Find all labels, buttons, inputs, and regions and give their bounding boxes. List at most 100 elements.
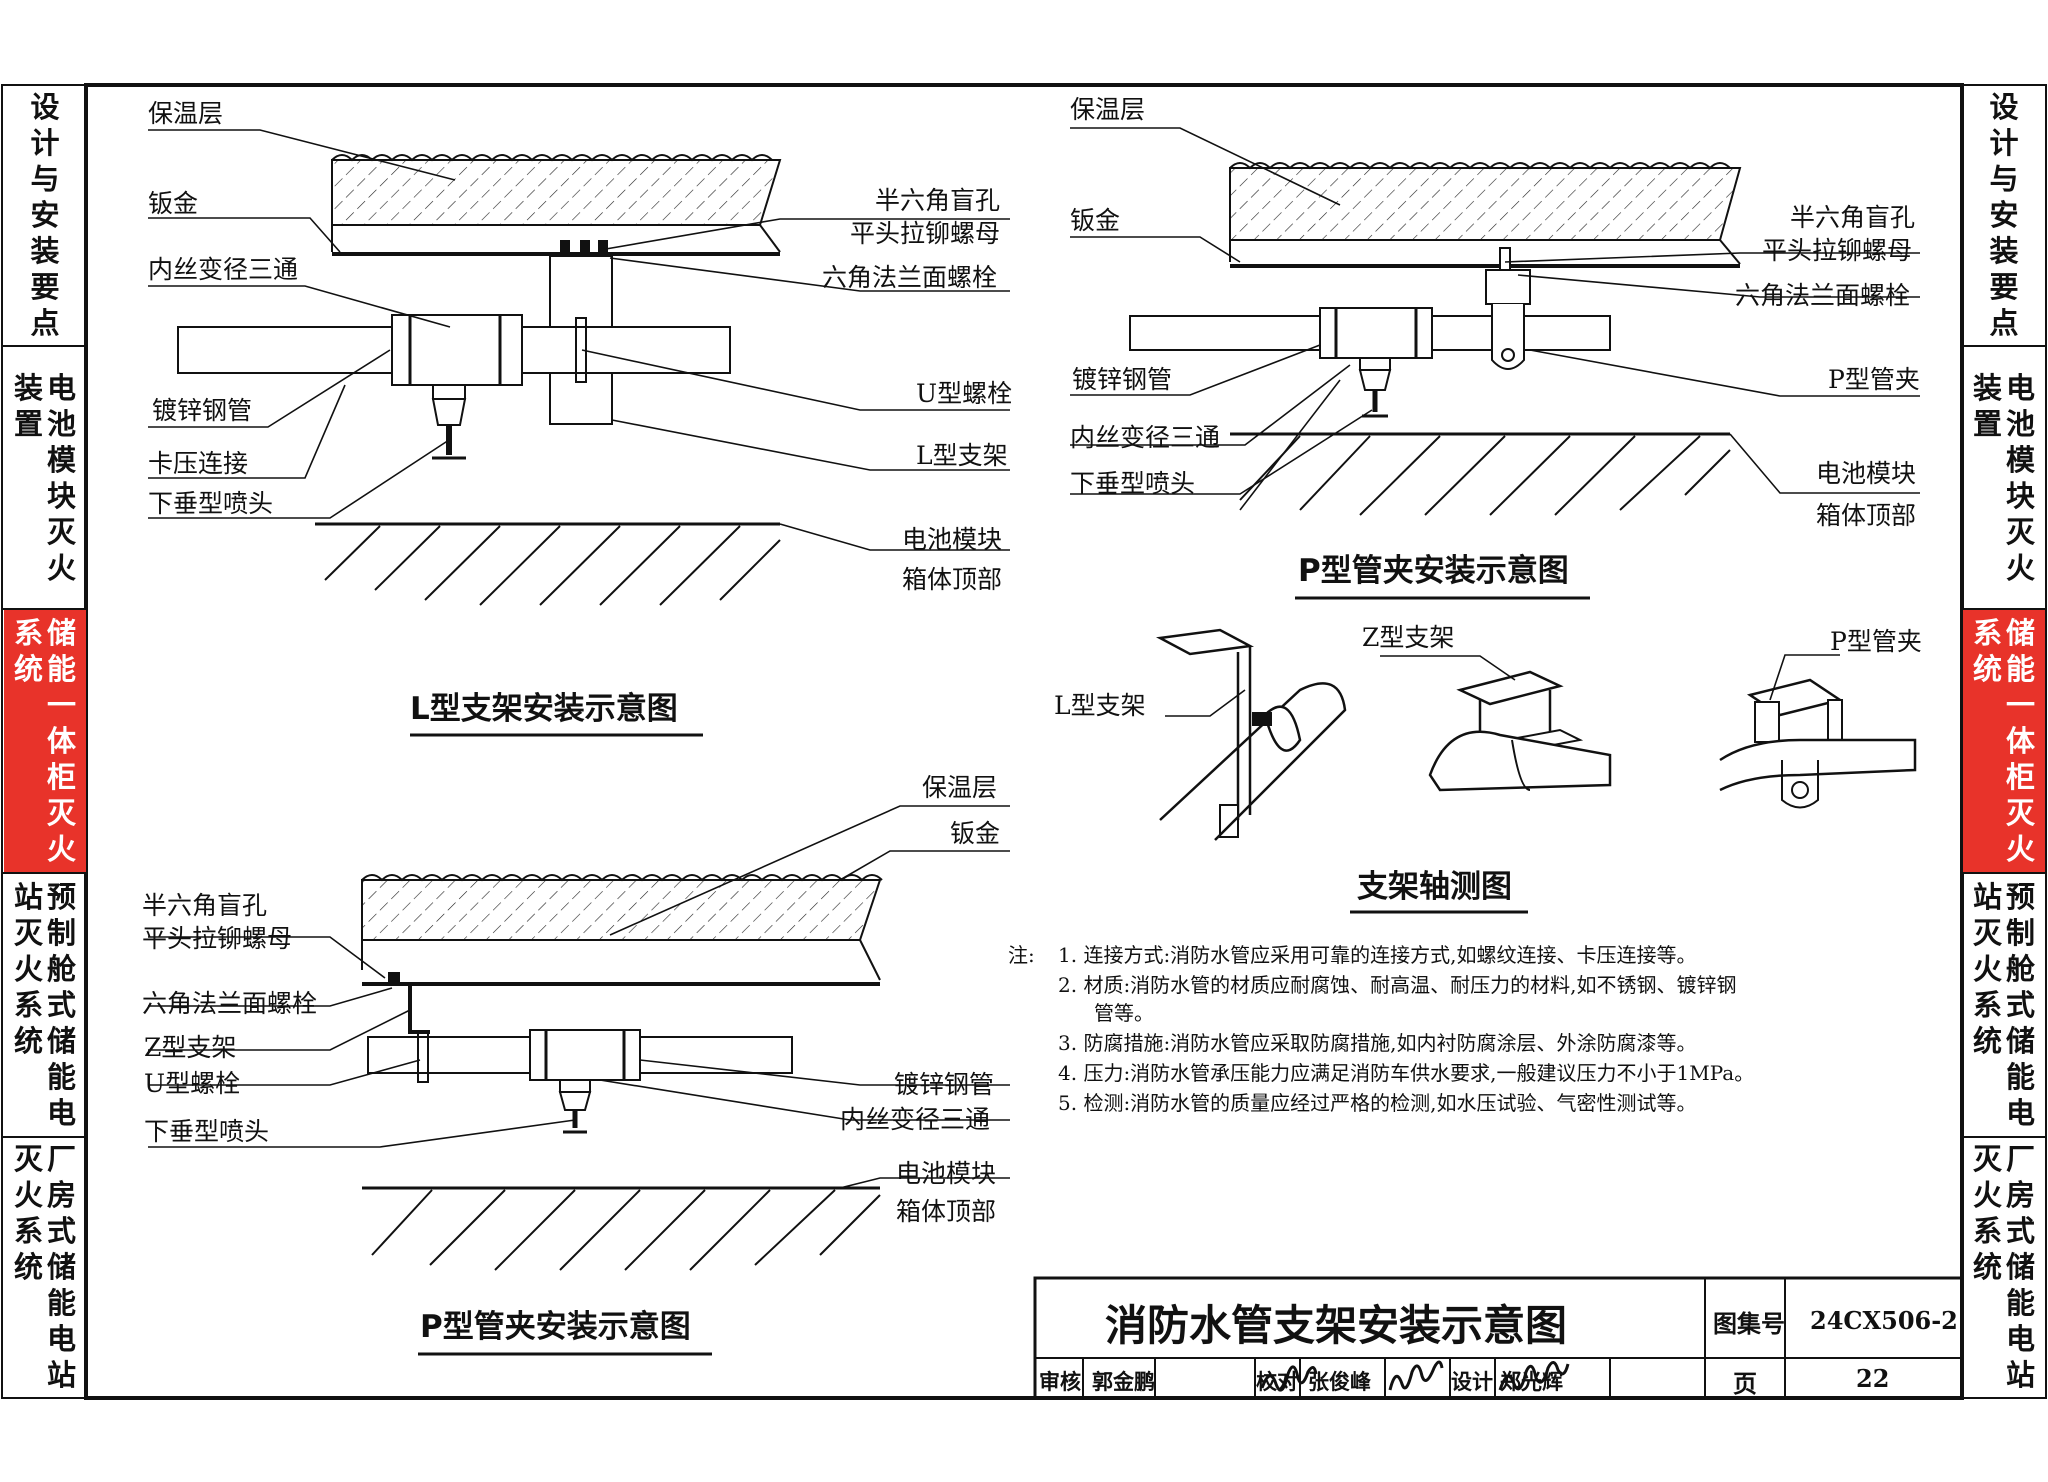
diagram-p-clamp-top (1070, 127, 1920, 516)
side-tab-lines: 预制舱式储能电站灭火系统 (14, 879, 76, 1131)
atlas-label: 图集号 (1713, 1309, 1785, 1338)
side-tab-label: 设计与安装要点 (1989, 90, 2019, 340)
design-label: 设计 (1451, 1369, 1493, 1394)
side-tab-lines: 厂房式储能电站灭火系统 (14, 1141, 76, 1393)
signatures (1260, 1360, 1570, 1392)
side-tab-left-factory[interactable]: 厂房式储能电站灭火系统 (4, 1138, 86, 1396)
label-blind-nut-2: 平头拉铆螺母 (142, 924, 293, 953)
side-tab-label: 预制舱式储能电 (47, 880, 77, 1130)
label-iso-z-bracket: Z型支架 (1362, 623, 1455, 652)
note-item: 5. 检测:消防水管的质量应经过严格的检测,如水压试验、气密性测试等。 (1058, 1091, 1697, 1115)
side-tab-right-design[interactable]: 设计与安装要点 (1963, 86, 2045, 344)
diagram-axonometric (1155, 628, 1917, 841)
note-item: 管等。 (1094, 1001, 1154, 1025)
label-flange-bolt: 六角法兰面螺栓 (1735, 281, 1911, 310)
page-label: 页 (1733, 1369, 1757, 1398)
side-tab-right-battery[interactable]: 电池模块灭火装置 (1963, 347, 2045, 608)
label-battery-top-1: 电池模块 (902, 525, 1003, 554)
side-tab-lines: 储能一体柜灭火系统 (14, 615, 76, 867)
side-tab-label: 电池模块灭火 (47, 370, 77, 585)
label-pendent-sprinkler: 下垂型喷头 (144, 1117, 270, 1146)
iso-z-bracket (1456, 670, 1564, 706)
title-underlines (410, 596, 1590, 1356)
notes-prefix: 注: (1008, 943, 1035, 967)
inner-frame (84, 83, 1964, 1400)
drawing-title: 消防水管支架安装示意图 (1105, 1301, 1568, 1350)
u-bolt-shape (575, 317, 587, 383)
side-tab-label: 站灭火系统 (1972, 880, 2002, 1058)
label-z-bracket: Z型支架 (144, 1033, 237, 1062)
title-p-clamp-top: P型管夹安装示意图 (1298, 553, 1569, 589)
label-battery-top-1: 电池模块 (896, 1159, 997, 1188)
label-insulation: 保温层 (922, 773, 998, 802)
side-tab-label: 系统 (13, 616, 43, 686)
side-tab-label: 灭火系统 (13, 1142, 43, 1284)
label-galv-pipe: 镀锌钢管 (152, 396, 253, 425)
label-sheet-metal: 钣金 (1070, 206, 1121, 235)
side-tab-right-factory[interactable]: 厂房式储能电站灭火系统 (1963, 1138, 2045, 1396)
title-block-frame (1033, 1276, 1964, 1400)
atlas-number: 24CX506-2 (1810, 1306, 1958, 1335)
side-tab-label: 预制舱式储能电 (2006, 880, 2036, 1130)
u-bolt-shape (417, 1031, 429, 1083)
review-label: 审核 (1039, 1369, 1081, 1394)
label-u-bolt: U型螺栓 (144, 1069, 241, 1098)
label-pendent-sprinkler: 下垂型喷头 (148, 489, 274, 518)
side-tab-left-design[interactable]: 设计与安装要点 (4, 86, 86, 344)
side-tab-label: 系统 (1972, 616, 2002, 686)
title-l-bracket: L型支架安装示意图 (410, 691, 678, 727)
side-tab-label: 灭火系统 (1972, 1142, 2002, 1284)
insulation-layer (1229, 167, 1742, 241)
diagram-l-bracket (148, 129, 1010, 606)
label-l-bracket: L型支架 (916, 441, 1008, 470)
side-tab-right-cabinet[interactable]: 储能一体柜灭火系统 (1963, 610, 2045, 872)
side-tab-label: 厂房式储能电站 (2006, 1142, 2036, 1392)
checker-name: 张俊峰 (1308, 1369, 1371, 1394)
label-u-bolt: U型螺栓 (916, 379, 1013, 408)
label-battery-top-2: 箱体顶部 (1816, 501, 1917, 530)
reducing-tee-shape (1319, 307, 1433, 359)
side-tab-lines: 电池模块灭火装置 (1973, 370, 2035, 586)
note-item: 2. 材质:消防水管的材质应耐腐蚀、耐高温、耐压力的材料,如不锈钢、镀锌钢 (1058, 973, 1737, 997)
note-item: 4. 压力:消防水管承压能力应满足消防车供水要求,一般建议压力不小于1MPa。 (1058, 1061, 1755, 1085)
reducing-tee-shape (529, 1029, 641, 1081)
side-tab-lines: 储能一体柜灭火系统 (1973, 615, 2035, 867)
label-reducing-tee: 内丝变径三通 (1070, 423, 1221, 452)
side-tab-label: 储能一体柜灭火 (47, 616, 77, 866)
side-tab-label: 储能一体柜灭火 (2006, 616, 2036, 866)
side-tab-dividers (2, 345, 2046, 1138)
label-p-clamp: P型管夹 (1828, 365, 1920, 394)
check-label: 校对 (1256, 1369, 1298, 1394)
side-tab-label: 站灭火系统 (13, 880, 43, 1058)
label-iso-p-clamp: P型管夹 (1830, 627, 1922, 656)
title-axonometric: 支架轴测图 (1357, 869, 1512, 905)
label-blind-nut-1: 半六角盲孔 (142, 891, 268, 920)
label-battery-top-1: 电池模块 (1816, 459, 1917, 488)
label-battery-top-2: 箱体顶部 (896, 1197, 997, 1226)
insulation-layer (331, 159, 782, 226)
reviewer-name: 郭金鹏 (1092, 1369, 1155, 1394)
side-tab-left-battery[interactable]: 电池模块灭火装置 (4, 347, 86, 608)
side-tab-left-prefab[interactable]: 预制舱式储能电站灭火系统 (4, 874, 86, 1136)
insulation-layer (361, 879, 882, 941)
side-tab-lines: 设计与安装要点 (1989, 89, 2018, 341)
side-tab-lines: 厂房式储能电站灭火系统 (1973, 1141, 2035, 1393)
label-galv-pipe: 镀锌钢管 (1072, 365, 1173, 394)
iso-l-bracket (1155, 628, 1255, 656)
page-number: 22 (1856, 1364, 1890, 1393)
label-sheet-metal: 钣金 (148, 189, 199, 218)
side-tab-label: 装置 (1972, 370, 2002, 441)
label-flange-bolt: 六角法兰面螺栓 (142, 989, 318, 1018)
label-blind-nut-1: 半六角盲孔 (1790, 203, 1916, 232)
label-blind-nut-1: 半六角盲孔 (875, 186, 1001, 215)
z-bracket-shape (382, 982, 430, 1034)
side-tab-left-cabinet[interactable]: 储能一体柜灭火系统 (4, 610, 86, 872)
designer-name: 郑光辉 (1500, 1369, 1563, 1394)
side-tab-label: 装置 (13, 370, 43, 441)
side-tab-right-prefab[interactable]: 预制舱式储能电站灭火系统 (1963, 874, 2045, 1136)
label-battery-top-2: 箱体顶部 (902, 565, 1003, 594)
side-tab-lines: 设计与安装要点 (30, 89, 59, 341)
label-pendent-sprinkler: 下垂型喷头 (1070, 469, 1196, 498)
label-blind-nut-2: 平头拉铆螺母 (850, 219, 1001, 248)
